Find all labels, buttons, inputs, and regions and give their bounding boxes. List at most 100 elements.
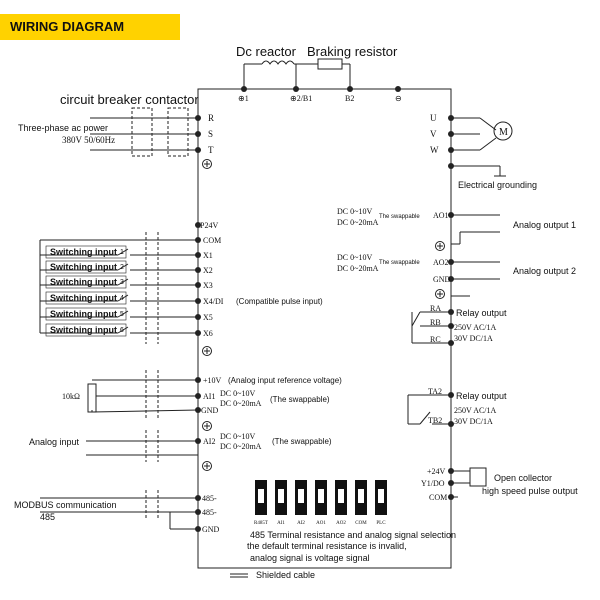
- ground-icon: [202, 346, 212, 356]
- dip-switch-label: PLC: [376, 521, 386, 526]
- switch-input-label: Switching input: [50, 309, 117, 319]
- dip-switch-ai1[interactable]: AI1: [275, 480, 287, 526]
- ai2-range-1: DC 0~10V: [220, 432, 255, 441]
- three-phase-label: Three-phase ac power: [18, 123, 108, 133]
- relay1-rating-2: 30V DC/1A: [454, 334, 493, 343]
- dip-switch-label: AO1: [316, 521, 326, 526]
- shielded-cable-label: Shielded cable: [256, 570, 315, 580]
- terminal-485-a: 485-: [202, 494, 217, 503]
- switch-input-6: Switching input6: [40, 323, 198, 337]
- modbus-label: MODBUS communication: [14, 500, 117, 510]
- terminal-x5: X5: [203, 313, 213, 322]
- terminal-485-b: 485-: [202, 508, 217, 517]
- terminal-r: R: [208, 113, 214, 123]
- relay1-rating-1: 250V AC/1A: [454, 323, 497, 332]
- terminal-rb: RB: [430, 318, 441, 327]
- braking-resistor-label: Braking resistor: [307, 44, 398, 59]
- dip-switch-label: AO2: [336, 521, 346, 526]
- terminal-gnd-485: GND: [202, 525, 220, 534]
- analog-output-2: Analog output 2: [513, 266, 576, 276]
- dip-switch-label: COM: [355, 521, 367, 526]
- ao1-range-2: DC 0~20mA: [337, 218, 379, 227]
- pulse-note: (Compatible pulse input): [236, 297, 323, 306]
- dip-switch-label: AI2: [297, 521, 305, 526]
- ao2-range-2: DC 0~20mA: [337, 264, 379, 273]
- ai2-range-2: DC 0~20mA: [220, 442, 262, 451]
- analog-output-1: Analog output 1: [513, 220, 576, 230]
- ai1-range-2: DC 0~20mA: [220, 399, 262, 408]
- dip-switch-ai2[interactable]: AI2: [295, 480, 307, 526]
- terminal-p1: ⊕1: [238, 94, 249, 103]
- relay-output-2: Relay output: [456, 391, 507, 401]
- terminal-gnd-ao: GND: [433, 275, 451, 284]
- terminal-ao1: AO1: [433, 211, 449, 220]
- terminal-v: V: [430, 129, 437, 139]
- terminal-p24v: P24V: [200, 221, 218, 230]
- terminal-ao2: AO2: [433, 258, 449, 267]
- note-line-2: the default terminal resistance is inval…: [247, 541, 407, 551]
- dip-switch-ao2[interactable]: AO2: [335, 480, 347, 526]
- switch-input-label: Switching input: [50, 325, 117, 335]
- dip-switch-r485t[interactable]: R485T: [254, 480, 268, 526]
- switch-input-3: Switching input3: [40, 275, 198, 289]
- dip-switch-plc[interactable]: PLC: [375, 480, 387, 526]
- switch-input-label: Switching input: [50, 293, 117, 303]
- dip-switch-com[interactable]: COM: [355, 480, 367, 526]
- switch-input-2: Switching input2: [40, 260, 198, 274]
- dip-switch-label: R485T: [254, 521, 268, 526]
- switch-input-label: Switching input: [50, 262, 117, 272]
- relay-output-1: Relay output: [456, 308, 507, 318]
- ground-icon: [202, 159, 212, 169]
- terminal-tb2: TB2: [428, 416, 442, 425]
- dip-switch-label: AI1: [277, 521, 285, 526]
- ao2-range-1: DC 0~10V: [337, 253, 372, 262]
- ground-icon: [202, 461, 212, 471]
- title-banner: WIRING DIAGRAM: [0, 14, 180, 40]
- terminal-x1: X1: [203, 251, 213, 260]
- motor-symbol: M: [499, 127, 508, 138]
- analog-input-label: Analog input: [29, 437, 80, 447]
- terminal-minus: ⊖: [395, 94, 402, 103]
- ai1-swappable: (The swappable): [270, 395, 330, 404]
- terminal-y1-do: Y1/DO: [421, 479, 445, 488]
- ground-icon: [435, 241, 445, 251]
- ao2-swappable: The swappable: [379, 260, 420, 266]
- relay2-rating-2: 30V DC/1A: [454, 417, 493, 426]
- terminal-plus24v: +24V: [427, 467, 446, 476]
- switch-input-5: Switching input5: [40, 307, 198, 321]
- terminal-x4-di: X4/DI: [203, 297, 224, 306]
- terminal-u: U: [430, 113, 437, 123]
- switch-input-label: Switching input: [50, 247, 117, 257]
- terminal-gnd: GND: [201, 406, 219, 415]
- terminal-w: W: [430, 145, 439, 155]
- terminal-b2: B2: [345, 94, 354, 103]
- ai1-range-1: DC 0~10V: [220, 389, 255, 398]
- terminal-ai1: AI1: [203, 392, 215, 401]
- ref-voltage-note: (Analog input reference voltage): [228, 376, 342, 385]
- terminal-com: COM: [203, 236, 221, 245]
- ao1-range-1: DC 0~10V: [337, 207, 372, 216]
- grounding-label: Electrical grounding: [458, 180, 537, 190]
- terminal-com-y: COM: [429, 493, 447, 502]
- modbus-485-label: 485: [40, 512, 55, 522]
- terminal-x3: X3: [203, 281, 213, 290]
- diagram-title: WIRING DIAGRAM: [10, 19, 125, 34]
- terminal-ta2: TA2: [428, 387, 442, 396]
- switch-input-1: Switching input1: [40, 245, 198, 259]
- dip-switch-ao1[interactable]: AO1: [315, 480, 327, 526]
- terminal-s: S: [208, 129, 213, 139]
- note-line-3: analog signal is voltage signal: [250, 553, 370, 563]
- voltage-label: 380V 50/60Hz: [62, 135, 115, 145]
- terminal-ra: RA: [430, 304, 441, 313]
- open-collector-label: Open collector: [494, 473, 552, 483]
- switch-input-4: Switching input4: [40, 291, 198, 305]
- ao1-swappable: The swappable: [379, 214, 420, 220]
- terminal-ai2: AI2: [203, 437, 215, 446]
- ground-icon: [202, 421, 212, 431]
- terminal-t: T: [208, 145, 214, 155]
- ground-icon: [435, 289, 445, 299]
- terminal-rc: RC: [430, 335, 441, 344]
- ai2-swappable: (The swappable): [272, 437, 332, 446]
